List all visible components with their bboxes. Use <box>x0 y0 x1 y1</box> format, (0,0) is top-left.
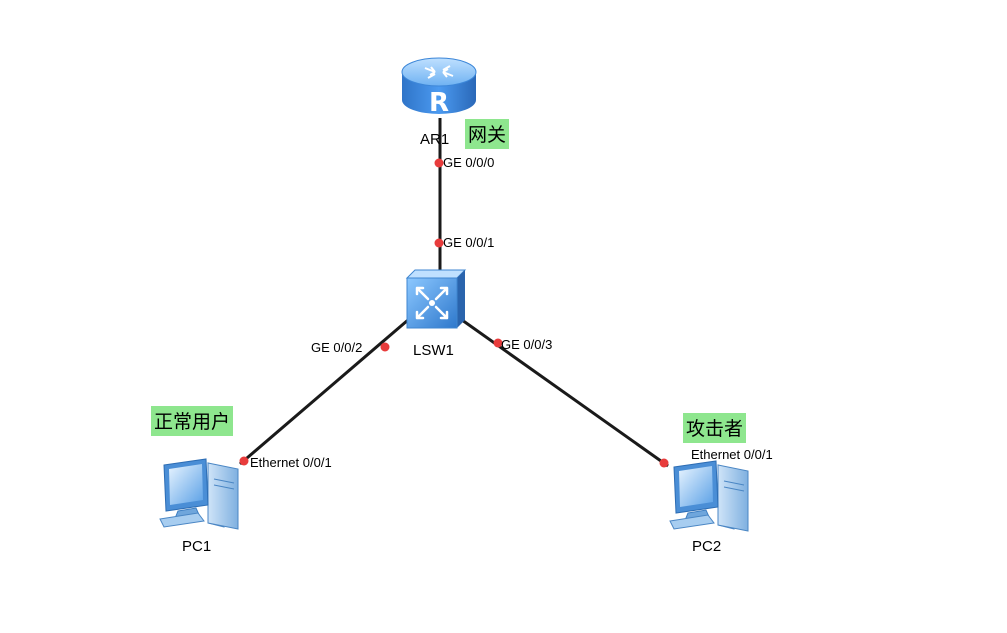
pc1-label: PC1 <box>182 538 212 555</box>
port-label-pc1-eth001: Ethernet 0/0/1 <box>250 455 332 470</box>
port-label-lsw1-ge002: GE 0/0/2 <box>311 340 363 355</box>
port-dot-lsw1-ge002 <box>380 342 390 352</box>
switch-device[interactable] <box>403 268 471 332</box>
port-label-pc2-eth001: Ethernet 0/0/1 <box>691 447 773 462</box>
port-label-ar1-ge000: GE 0/0/0 <box>443 155 495 170</box>
port-dot-lsw1-ge003 <box>493 338 503 348</box>
pc2-tag: 攻击者 <box>683 413 747 443</box>
port-dot-lsw1-ge001 <box>434 238 444 248</box>
pc-icon <box>159 458 239 530</box>
port-dot-pc2-eth001 <box>659 458 669 468</box>
router-label: AR1 <box>420 131 450 148</box>
port-dot-pc1-eth001 <box>239 456 249 466</box>
port-label-lsw1-ge003: GE 0/0/3 <box>501 337 553 352</box>
router-tag: 网关 <box>465 119 510 149</box>
pc-icon <box>669 460 749 532</box>
router-icon: R <box>401 57 477 118</box>
port-label-lsw1-ge001: GE 0/0/1 <box>443 235 495 250</box>
link-lsw1-pc1[interactable] <box>239 318 409 466</box>
switch-label: LSW1 <box>413 342 454 359</box>
pc1-device[interactable] <box>158 455 242 531</box>
pc2-label: PC2 <box>692 538 722 555</box>
pc1-tag: 正常用户 <box>151 406 234 436</box>
port-dot-ar1-ge000 <box>434 158 444 168</box>
svg-text:R: R <box>429 88 449 118</box>
router-device[interactable]: R <box>398 54 480 120</box>
link-lsw1-pc2[interactable] <box>461 318 669 468</box>
switch-icon <box>405 269 467 329</box>
pc2-device[interactable] <box>668 457 752 533</box>
